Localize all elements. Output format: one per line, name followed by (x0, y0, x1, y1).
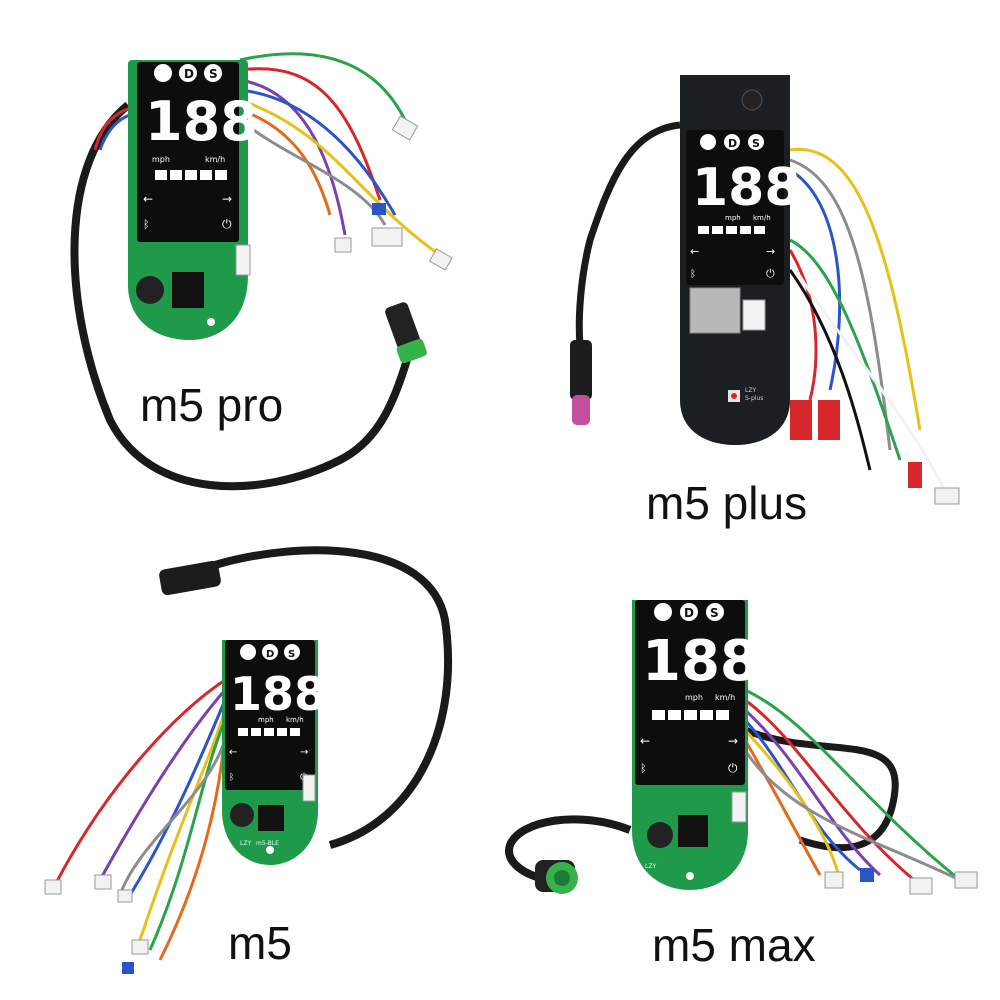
ble-module (689, 287, 741, 334)
unit-mph: mph (685, 693, 703, 702)
buzzer (647, 822, 673, 848)
green-connector (385, 302, 427, 364)
battery-icon (698, 226, 765, 234)
bluetooth-icon: ᛒ (229, 772, 234, 783)
battery-icon (155, 170, 227, 180)
left-arrow-icon: ← (143, 192, 153, 206)
right-arrow-icon: → (766, 245, 775, 258)
wire-plugs (44, 874, 149, 974)
cable (505, 815, 632, 882)
walk-icon (240, 644, 256, 660)
product-m5-pro: D S 188 mph km/h ← → ᛒ ⏻ m5 pro (0, 0, 500, 500)
purple-connector (572, 395, 590, 425)
chip (258, 805, 284, 831)
connector-body (159, 560, 221, 596)
wire-bundle (743, 688, 971, 887)
unit-mph: mph (725, 214, 741, 222)
silk-model: S-plus (745, 395, 763, 402)
silk-model: m5-BLE (256, 840, 279, 847)
lcd-panel (635, 600, 745, 785)
wire-plugs (824, 868, 978, 895)
power-icon: ⏻ (728, 761, 738, 775)
cable (70, 101, 414, 491)
connector-body (570, 340, 592, 400)
caption-m5-plus: m5 plus (646, 477, 808, 529)
right-arrow-icon: → (300, 747, 308, 758)
caption-m5: m5 (228, 917, 292, 969)
wire-plugs (334, 115, 453, 271)
mode-s-label: S (209, 67, 218, 81)
product-m5: D S 188 mph km/h ← → ᛒ ⏻ LZY m5-BLE m5 (0, 500, 500, 1000)
right-arrow-icon: → (222, 192, 232, 206)
unit-kmh: km/h (753, 214, 771, 222)
mode-s-label: S (752, 137, 760, 150)
mode-s-label: S (288, 649, 295, 660)
m5-photo: D S 188 mph km/h ← → ᛒ ⏻ LZY m5-BLE (44, 546, 452, 974)
wire-bundle (788, 147, 952, 501)
left-arrow-icon: ← (690, 245, 699, 258)
mode-s-label: S (710, 606, 719, 620)
chip (678, 815, 708, 847)
caption-m5-pro: m5 pro (140, 379, 284, 431)
speed-digits: 188 (642, 629, 759, 694)
walk-icon (700, 134, 716, 150)
wire-plugs (790, 400, 960, 505)
m5-plus-photo: D S 188 mph km/h ← → ᛒ ⏻ LZY S-plus (570, 75, 960, 505)
lcd-panel (137, 62, 239, 242)
silk-lzy: LZY (745, 387, 756, 394)
caption-m5-max: m5 max (652, 919, 816, 971)
camera-sensor (741, 89, 763, 111)
battery-icon (238, 728, 300, 736)
silk-lzy: LZY (240, 840, 251, 847)
cable (213, 546, 452, 849)
product-m5-plus: D S 188 mph km/h ← → ᛒ ⏻ LZY S-plus m5 p… (500, 0, 1000, 526)
unit-kmh: km/h (205, 155, 225, 164)
left-arrow-icon: ← (229, 747, 237, 758)
walk-icon (654, 603, 672, 621)
mode-d-label: D (684, 606, 694, 620)
mode-d-label: D (184, 67, 194, 81)
bluetooth-icon: ᛒ (690, 269, 696, 280)
unit-mph: mph (258, 716, 274, 724)
wire-bundle (93, 52, 441, 257)
m5-max-photo: D S 188 mph km/h ← → ᛒ ⏻ LZY (505, 600, 978, 895)
unit-kmh: km/h (715, 693, 735, 702)
speed-digits: 188 (230, 667, 326, 721)
right-arrow-icon: → (728, 734, 738, 748)
mode-d-label: D (728, 137, 737, 150)
product-m5-max: D S 188 mph km/h ← → ᛒ ⏻ LZY m5 max (500, 500, 1000, 1000)
lcd-panel (686, 130, 784, 285)
wire-bundle (53, 678, 227, 961)
chip (172, 272, 204, 308)
battery-icon (652, 710, 729, 720)
unit-kmh: km/h (286, 716, 304, 724)
silk-lzy: LZY (645, 863, 656, 870)
speed-digits: 188 (145, 90, 258, 153)
buzzer (136, 276, 164, 304)
m5-pro-photo: D S 188 mph km/h ← → ᛒ ⏻ (70, 52, 453, 491)
speed-digits: 188 (692, 158, 801, 218)
unit-mph: mph (152, 155, 170, 164)
power-icon: ⏻ (222, 217, 232, 231)
mode-d-label: D (266, 649, 274, 660)
power-icon: ⏻ (766, 267, 775, 280)
buzzer (230, 803, 254, 827)
walk-icon (154, 64, 172, 82)
cable (575, 121, 681, 346)
lcd-panel (225, 640, 315, 790)
bluetooth-icon: ᛒ (640, 762, 647, 775)
bluetooth-icon: ᛒ (143, 218, 150, 231)
left-arrow-icon: ← (640, 734, 650, 748)
